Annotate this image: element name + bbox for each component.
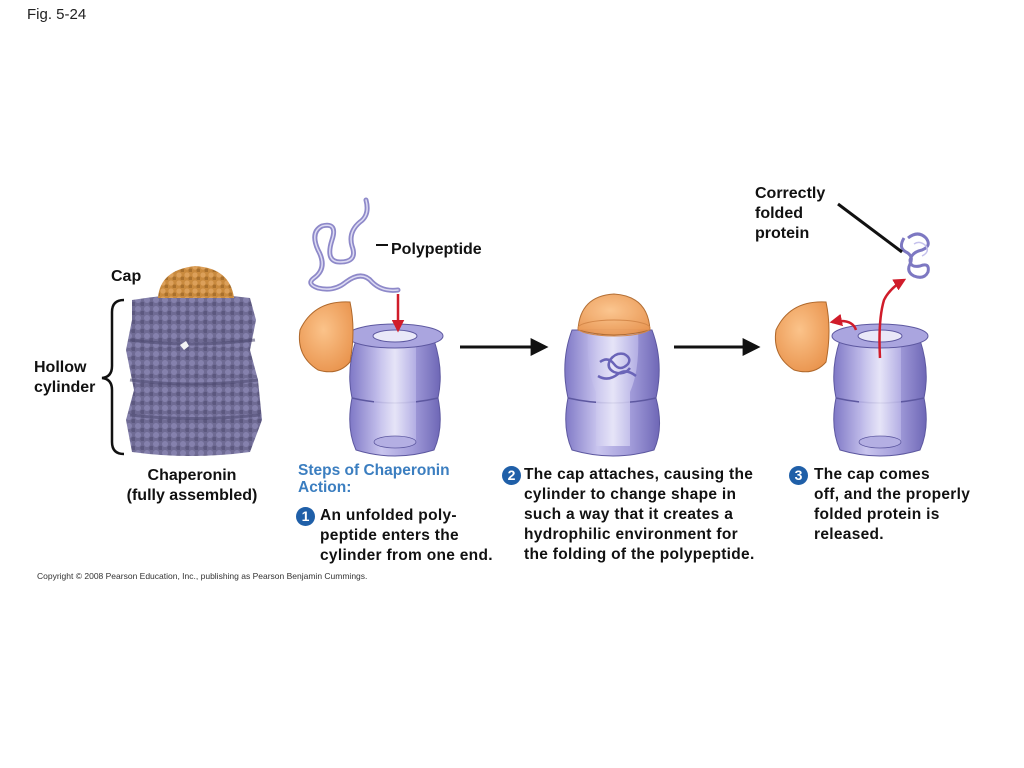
folded-protein [899, 232, 930, 279]
step3-cap [774, 301, 830, 373]
hollow-cylinder-brace [101, 298, 125, 456]
step1-cylinder [346, 323, 444, 457]
figure-label: Fig. 5-24 [27, 6, 87, 23]
step1-cap [298, 301, 354, 373]
cap-release-arrow [829, 313, 858, 331]
cap-label: Cap [111, 268, 142, 285]
correctly-folded-label: Correctly folded protein [755, 185, 826, 242]
step3-cylinder [831, 323, 929, 457]
step2-cylinder [564, 293, 660, 457]
chaperonin-model [126, 294, 262, 456]
step-1-text: An unfolded poly- peptide enters the cyl… [320, 507, 493, 564]
step-2-text: The cap attaches, causing the cylinder t… [524, 466, 755, 563]
polypeptide-label: Polypeptide [391, 241, 482, 258]
protein-release-arrow [878, 278, 907, 359]
hollow-cylinder-label: Hollow cylinder [34, 359, 96, 396]
chaperonin-cap-model [158, 266, 234, 298]
step-number-2: 2 [502, 466, 521, 485]
chaperonin-label: Chaperonin (fully assembled) [126, 467, 258, 504]
steps-title: Steps of Chaperonin Action: [298, 462, 450, 496]
step-3-text: The cap comes off, and the properly fold… [814, 466, 971, 543]
step-number-3: 3 [789, 466, 808, 485]
copyright-notice: Copyright © 2008 Pearson Education, Inc.… [37, 571, 368, 581]
correctly-folded-pointer [837, 202, 903, 254]
step-number-1: 1 [296, 507, 315, 526]
